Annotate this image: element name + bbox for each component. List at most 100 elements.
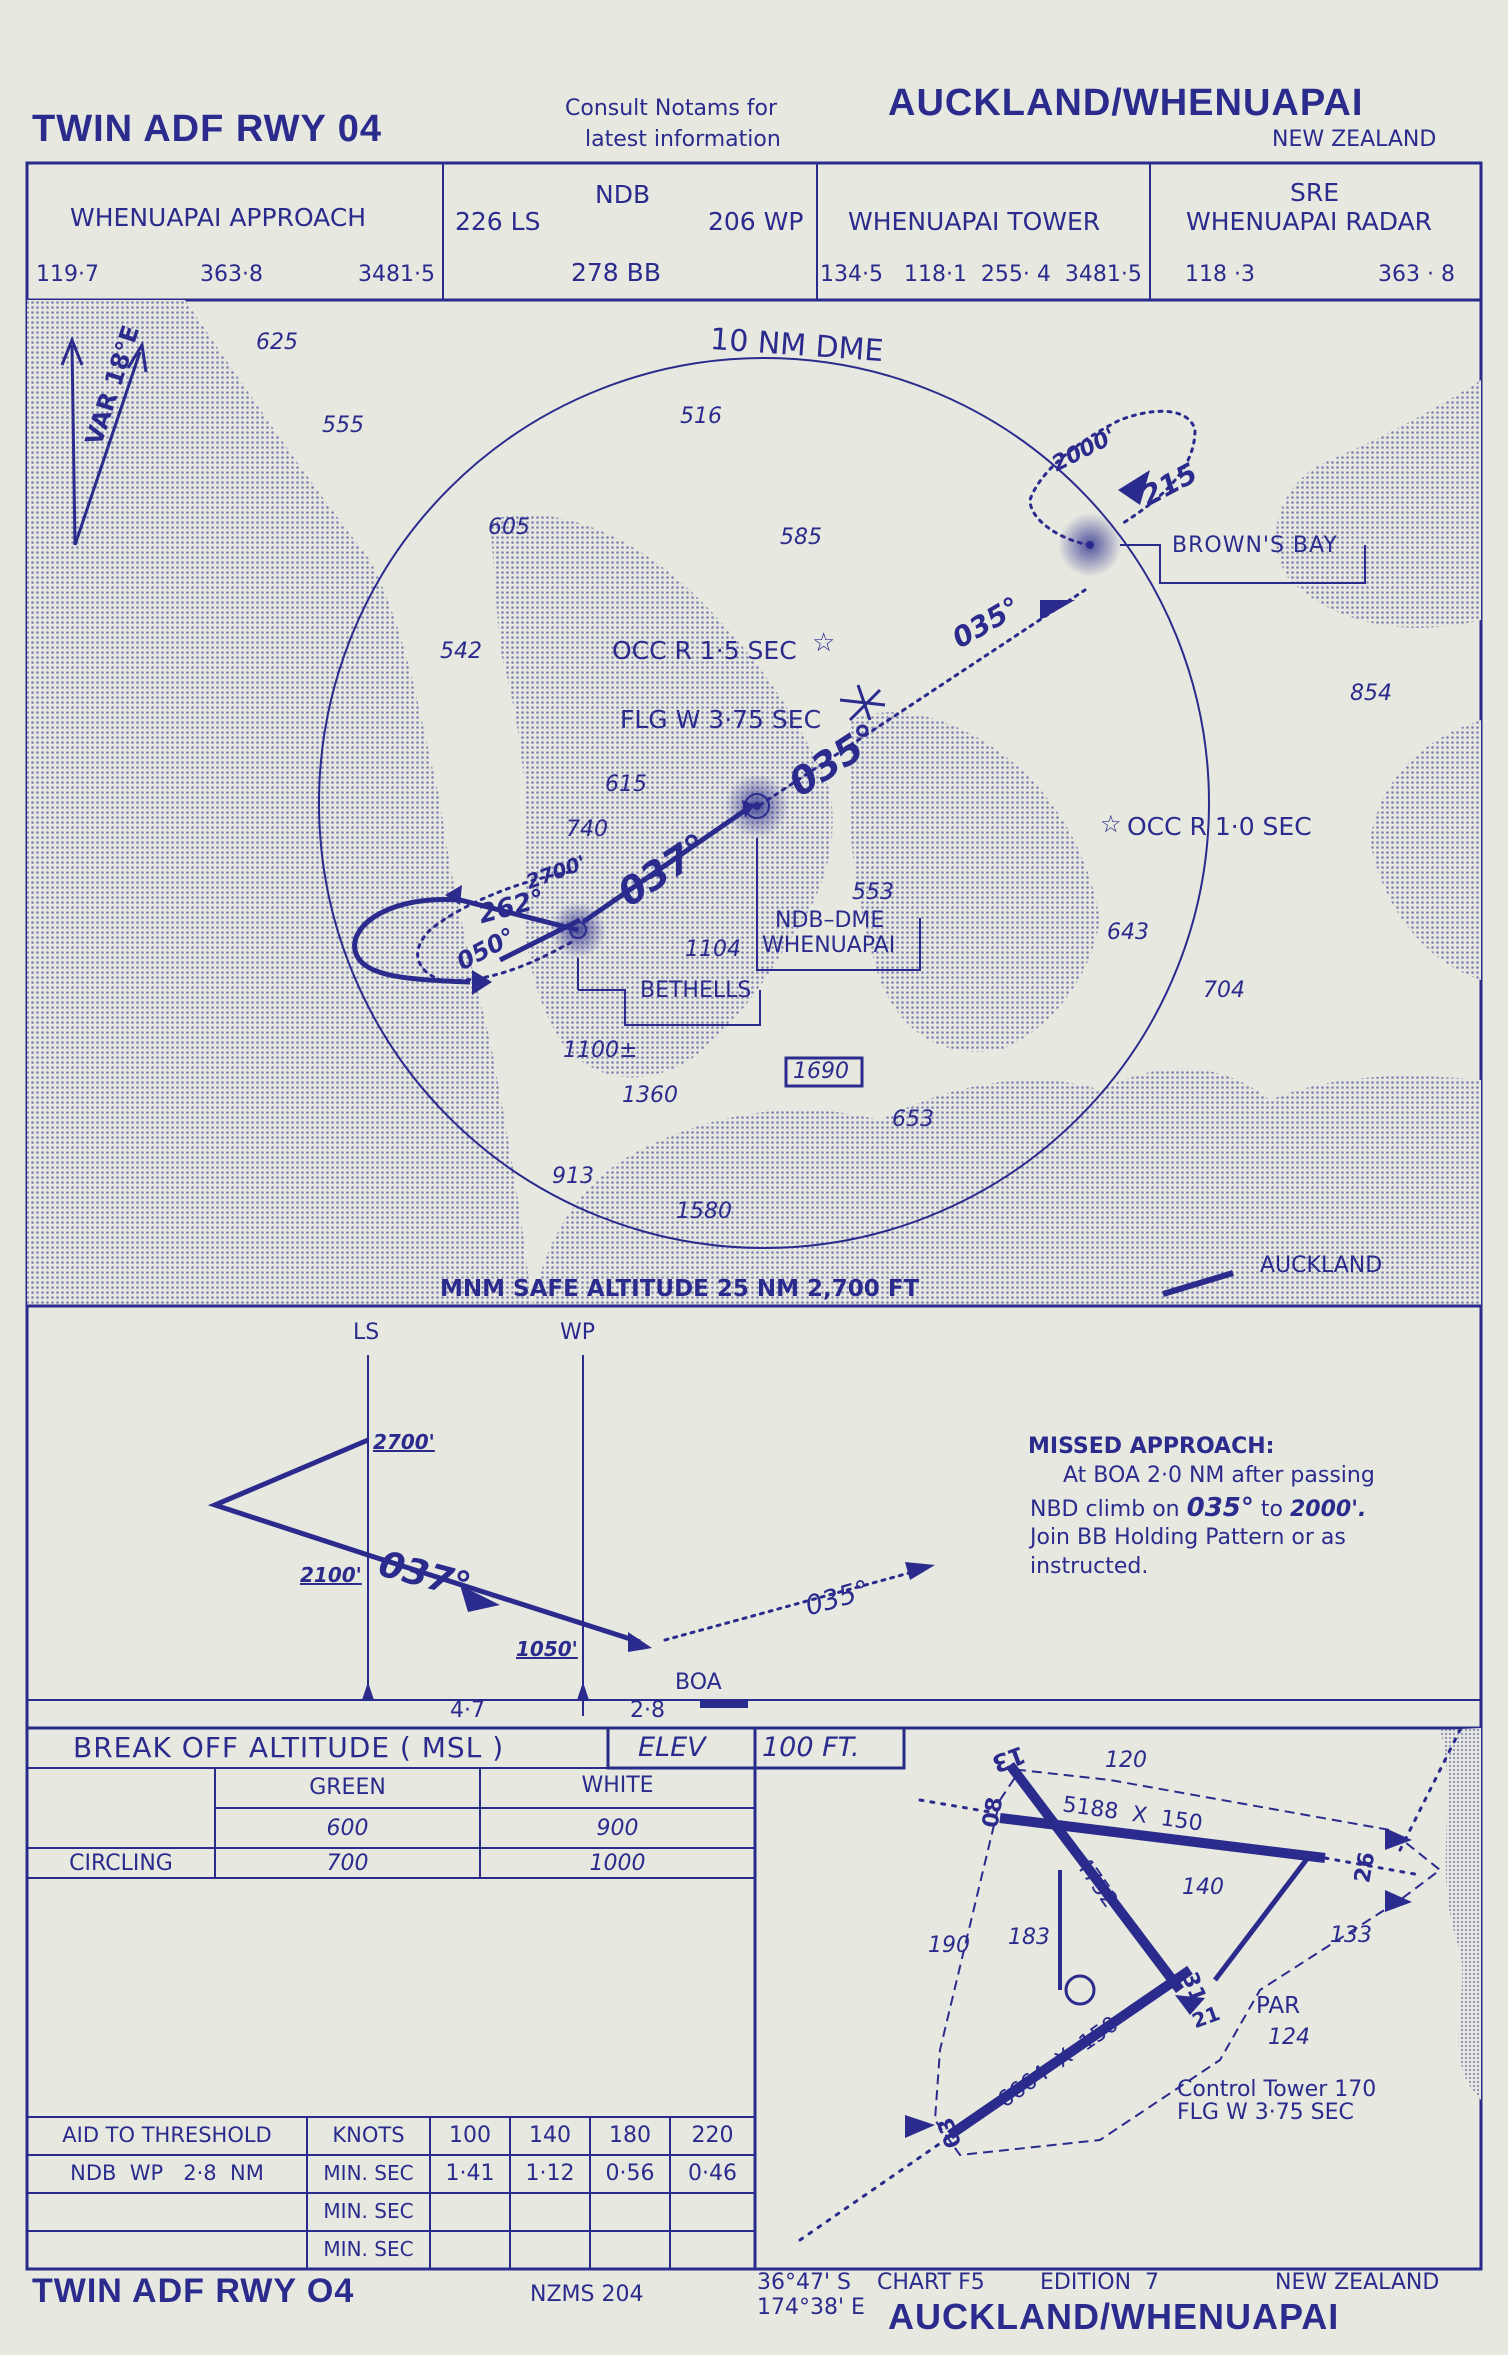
bethells-ident: BETHELLS xyxy=(640,978,752,1003)
white-value: 900 xyxy=(596,1816,639,1841)
elevation-140: 140 xyxy=(1182,1875,1224,1900)
beacon-star-icon: ☆ xyxy=(812,628,836,658)
spot-height: 740 xyxy=(566,817,608,842)
aerodrome-beacon-label: FLG W 3·75 SEC xyxy=(1177,2100,1354,2125)
profile-dist-2-8: 2·8 xyxy=(630,1698,665,1723)
missed-course: 035° xyxy=(1186,1493,1254,1523)
time-100: 1·41 xyxy=(445,2161,495,2186)
radar-freq-2: 363 · 8 xyxy=(1378,262,1455,287)
variation-arrow xyxy=(60,335,148,546)
spot-height: 555 xyxy=(322,413,364,438)
min-sec-label: MIN. SEC xyxy=(323,2237,414,2261)
time-180: 0·56 xyxy=(605,2161,655,2186)
notams-line-1: Consult Notams for xyxy=(565,96,778,121)
profile-alt-1050: 1050' xyxy=(516,1637,578,1661)
tower-freqs: 134·5 118·1 255· 4 3481·5 xyxy=(820,262,1142,287)
browns-bay-ident: BROWN'S BAY xyxy=(1172,533,1338,558)
min-sec-label: MIN. SEC xyxy=(323,2161,414,2185)
flg-w-label: FLG W 3·75 SEC xyxy=(620,705,822,734)
spot-height: 1100± xyxy=(563,1038,638,1063)
aerodrome-diagram xyxy=(798,1728,1481,2242)
spot-height: 585 xyxy=(780,525,822,550)
ndb-label: NDB xyxy=(595,180,651,209)
approach-freq-1: 119·7 xyxy=(36,262,99,287)
radar-label-1: SRE xyxy=(1290,178,1340,207)
ndb-bb: 278 BB xyxy=(571,258,661,287)
chart-title-left: TWIN ADF RWY 04 xyxy=(32,108,382,150)
footer-latitude: 36°47' S xyxy=(757,2270,851,2295)
aid-to-threshold: AID TO THRESHOLD xyxy=(62,2123,272,2147)
circling-label: CIRCLING xyxy=(69,1851,173,1876)
spot-height: 516 xyxy=(680,404,722,429)
time-220: 0·46 xyxy=(688,2161,737,2186)
footer-country: NEW ZEALAND xyxy=(1275,2270,1440,2295)
missed-approach-line-3: Join BB Holding Pattern or as xyxy=(1030,1525,1346,1550)
footer-chart-number: CHART F5 xyxy=(877,2270,985,2295)
missed-altitude: 2000'. xyxy=(1289,1497,1367,1522)
ndb-wp: 206 WP xyxy=(708,207,804,236)
timing-row-label: NDB WP 2·8 NM xyxy=(70,2161,264,2185)
ndb-ls: 226 LS xyxy=(455,207,541,236)
footer-edition: EDITION 7 xyxy=(1040,2270,1160,2295)
time-140: 1·12 xyxy=(525,2161,575,2186)
elevation-190: 190 xyxy=(928,1933,970,1958)
missed-approach-line-2: NBD climb on 035° to 2000'. xyxy=(1030,1493,1366,1523)
chart-title-right: AUCKLAND/WHENUAPAI xyxy=(888,82,1364,124)
green-value: 600 xyxy=(326,1816,369,1841)
airfield-symbol xyxy=(839,684,886,722)
missed-text: to xyxy=(1260,1497,1283,1522)
profile-ls-label: LS xyxy=(353,1320,380,1345)
profile-alt-2100: 2100' xyxy=(300,1563,362,1587)
col-green: GREEN xyxy=(309,1775,386,1800)
elevation-133: 133 xyxy=(1330,1923,1372,1948)
spot-height: 605 xyxy=(488,515,530,540)
header-country: NEW ZEALAND xyxy=(1272,127,1437,152)
spot-height: 1360 xyxy=(622,1083,678,1108)
speed-100: 100 xyxy=(449,2123,491,2148)
profile-boa-label: BOA xyxy=(675,1670,722,1695)
auckland-label: AUCKLAND xyxy=(1260,1253,1383,1278)
obstacle-height: 1690 xyxy=(793,1059,849,1084)
footer-title-left: TWIN ADF RWY O4 xyxy=(32,2272,355,2310)
spot-height: 542 xyxy=(440,639,482,664)
min-sec-label: MIN. SEC xyxy=(323,2199,414,2223)
runway-08-label: 08 xyxy=(978,1795,1009,1830)
approach-freq-2: 363·8 xyxy=(200,262,263,287)
footer-nzms: NZMS 204 xyxy=(530,2282,644,2307)
speed-140: 140 xyxy=(529,2123,571,2148)
missed-approach-title: MISSED APPROACH: xyxy=(1028,1434,1275,1459)
missed-text: NBD climb on xyxy=(1030,1497,1180,1522)
spot-height: 553 xyxy=(852,880,894,905)
radar-label-2: WHENUAPAI RADAR xyxy=(1186,207,1433,236)
ndb-dme-ident: NDB–DME xyxy=(775,908,885,933)
spot-height: 615 xyxy=(605,772,647,797)
spot-height: 704 xyxy=(1203,978,1245,1003)
control-tower-label: Control Tower 170 xyxy=(1177,2077,1377,2102)
occ-r-15-label: OCC R 1·5 SEC xyxy=(612,636,797,665)
whenuapai-ident: WHENUAPAI xyxy=(762,933,896,958)
elev-label: ELEV xyxy=(638,1732,706,1763)
approach-label: WHENUAPAI APPROACH xyxy=(70,203,367,232)
knots-label: KNOTS xyxy=(332,2123,405,2147)
spot-height: 854 xyxy=(1350,681,1392,706)
tower-label: WHENUAPAI TOWER xyxy=(848,207,1101,236)
spot-height: 1104 xyxy=(685,937,741,962)
occ-r-10-label: OCC R 1·0 SEC xyxy=(1127,812,1312,841)
par-label: PAR xyxy=(1256,1993,1301,2019)
dme-ring xyxy=(318,357,1210,1249)
beacon-star-icon: ☆ xyxy=(1100,810,1122,838)
footer-longitude: 174°38' E xyxy=(757,2295,865,2320)
par-elevation: 124 xyxy=(1268,2025,1310,2050)
min-safe-altitude: MNM SAFE ALTITUDE 25 NM 2,700 FT xyxy=(440,1276,920,1302)
missed-approach-line-4: instructed. xyxy=(1030,1554,1149,1579)
speed-180: 180 xyxy=(609,2123,651,2148)
spot-height: 1580 xyxy=(676,1199,732,1224)
radar-freq-1: 118 ·3 xyxy=(1185,262,1255,287)
elev-value: 100 FT. xyxy=(762,1732,860,1763)
notams-line-2: latest information xyxy=(585,127,781,152)
col-white: WHITE xyxy=(581,1773,654,1798)
missed-approach-line-1: At BOA 2·0 NM after passing xyxy=(1063,1463,1375,1488)
circling-green: 700 xyxy=(326,1851,369,1876)
approach-freq-3: 3481·5 xyxy=(358,262,435,287)
